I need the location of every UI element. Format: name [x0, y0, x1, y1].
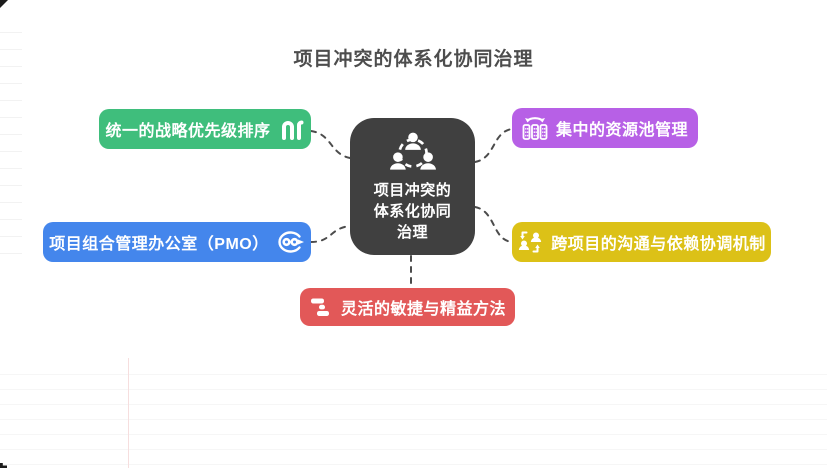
node-communication[interactable]: 跨项目的沟通与依赖协调机制	[512, 222, 771, 262]
corner-artifact-top-left	[0, 0, 8, 8]
agile-kanban-icon	[309, 296, 333, 318]
central-node[interactable]: 项目冲突的 体系化协同 治理	[350, 118, 475, 255]
background-row-lines-bottom	[0, 360, 827, 468]
team-network-icon	[388, 130, 438, 176]
background-vertical-line	[128, 358, 129, 468]
page-title: 项目冲突的体系化协同治理	[293, 49, 534, 70]
node-resource-label: 集中的资源池管理	[556, 122, 689, 139]
node-pmo-label: 项目组合管理办公室（PMO）	[49, 236, 269, 253]
central-node-label: 项目冲突的 体系化协同 治理	[373, 182, 452, 241]
node-strategy-label: 统一的战略优先级排序	[105, 123, 271, 140]
node-communication-label: 跨项目的沟通与依赖协调机制	[551, 236, 766, 253]
node-agile-label: 灵活的敏捷与精益方法	[341, 301, 507, 318]
node-strategy-priority[interactable]: 统一的战略优先级排序	[99, 109, 311, 149]
node-resource-pool[interactable]: 集中的资源池管理	[512, 108, 698, 148]
people-exchange-icon	[517, 230, 543, 254]
process-gears-icon	[277, 230, 305, 254]
corner-artifact-bottom-left	[0, 463, 7, 468]
priority-columns-icon	[279, 117, 305, 141]
resource-pool-icon	[522, 115, 548, 141]
node-agile-lean[interactable]: 灵活的敏捷与精益方法	[300, 288, 515, 326]
node-pmo[interactable]: 项目组合管理办公室（PMO）	[43, 222, 311, 262]
